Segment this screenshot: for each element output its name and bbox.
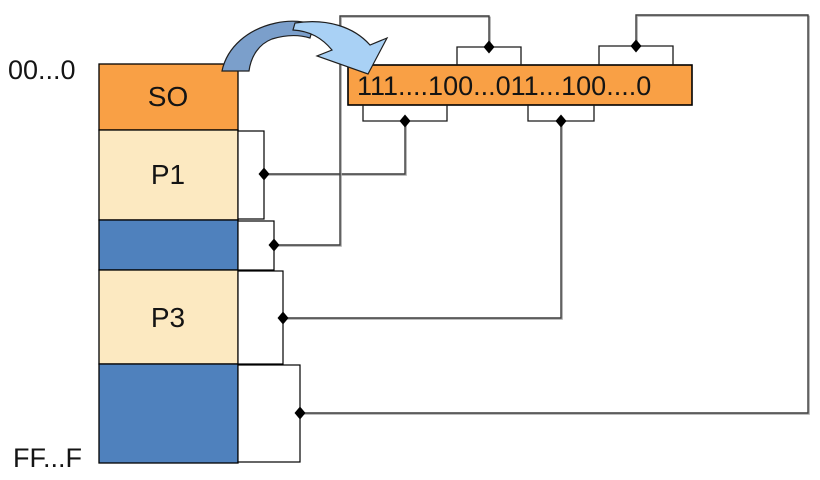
segment-so-rect (98, 63, 239, 131)
segment-to-bitmap-arrow (221, 20, 389, 75)
diamond-bitmap-top-1 (483, 40, 495, 54)
diamond-free1 (268, 238, 280, 252)
address-label-bottom: FF...F (13, 443, 82, 473)
diamond-bitmap-top-2 (630, 39, 642, 53)
segment-so-label: SO (148, 81, 188, 112)
segment-p1-rect (98, 129, 239, 221)
bitmap-bar (347, 64, 693, 106)
connector-line (264, 121, 406, 175)
connector-line (300, 14, 809, 414)
bitmap-value-text: 111....100...011...100....0 (357, 71, 651, 101)
connector-shadow (275, 16, 491, 247)
offset-box-free1 (237, 220, 275, 271)
segment-p1-label: P1 (151, 159, 185, 190)
connector-shadow (284, 122, 563, 320)
connector-p1-to-bitmap (264, 121, 407, 176)
diamond-free2 (294, 406, 306, 420)
curved-arrow-front-icon (292, 21, 389, 75)
address-label-top: 00...0 (8, 55, 76, 85)
segment-free1-rect (98, 219, 239, 271)
diamond-p3 (277, 311, 289, 325)
connector-free1-to-bitmap (274, 15, 491, 247)
diamond-bitmap-bottom-1 (399, 114, 411, 128)
segment-free2-rect (98, 363, 239, 464)
segment-p3-rect (98, 269, 239, 365)
connector-shadow (265, 122, 407, 176)
connector-shadow (301, 15, 810, 415)
memory-column (98, 63, 239, 464)
connector-diamonds (258, 39, 642, 420)
connector-line (283, 121, 562, 319)
diamond-bitmap-bottom-2 (555, 114, 567, 128)
connector-p3-to-bitmap (283, 121, 563, 320)
offset-box-free2 (237, 364, 301, 463)
offset-box-p3 (237, 270, 284, 365)
connector-free2-to-bitmap (300, 14, 810, 415)
segment-p3-label: P3 (151, 302, 185, 333)
offset-boxes (237, 130, 301, 463)
connector-line (274, 15, 490, 246)
diamond-p1 (258, 167, 270, 181)
